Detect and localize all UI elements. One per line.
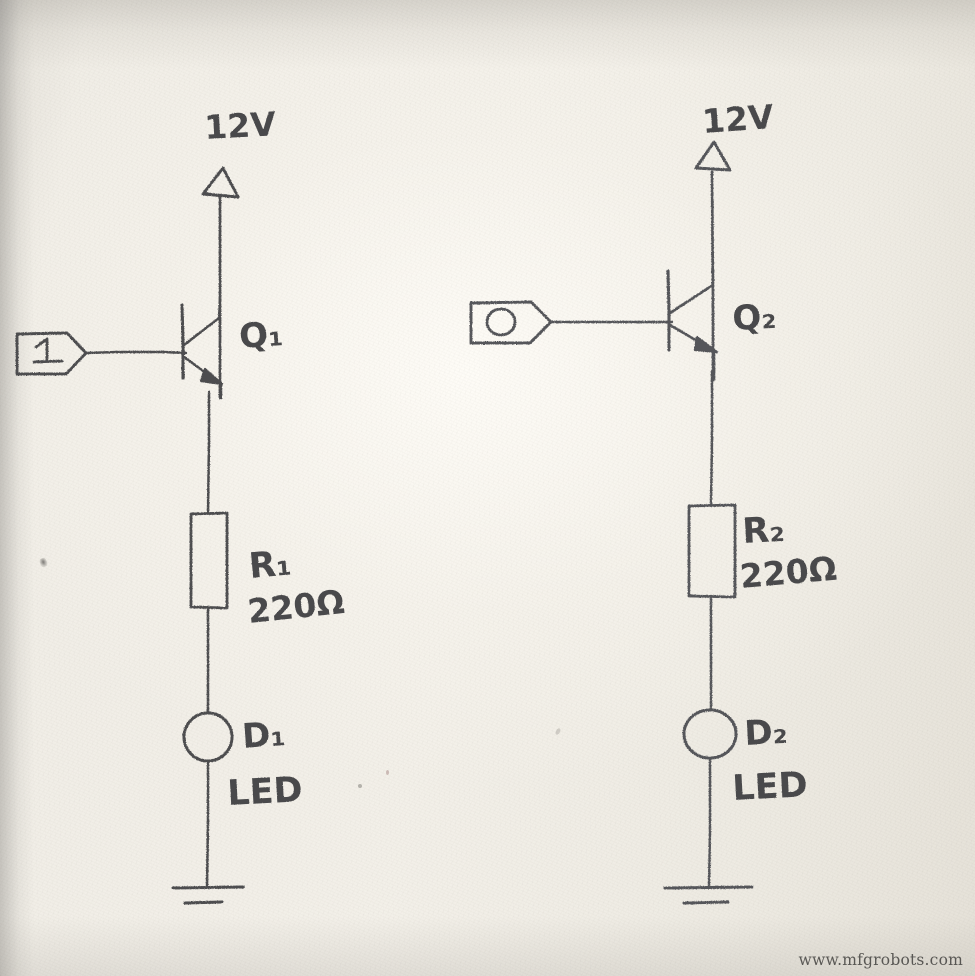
site-watermark: www.mfgrobots.com: [798, 951, 963, 969]
label-r1-value: 220Ω: [246, 582, 346, 631]
wire-d1-to-gnd: [205, 759, 210, 889]
paper-shadow-left: [0, 0, 34, 976]
resistor-r1: [189, 511, 229, 610]
wire-emitter-to-r2: [709, 370, 714, 507]
transistor-q1: [180, 298, 224, 400]
transistor-q2: [666, 268, 719, 382]
wire-emitter-to-r1: [206, 390, 211, 514]
circuit-right: [469, 140, 754, 905]
base-wire-left: [84, 350, 188, 355]
resistor-r2: [687, 503, 737, 599]
ground-left: [171, 885, 245, 905]
supply-arrow-left: [201, 166, 240, 400]
diode-d1: [182, 711, 234, 763]
label-d1-type: LED: [226, 770, 303, 814]
label-q2: Q₂: [731, 297, 777, 339]
paper-speck-center: [358, 784, 362, 788]
ground-right: [663, 885, 754, 905]
paper-shadow-bottom: [0, 916, 975, 976]
wire-d2-to-gnd: [707, 756, 712, 889]
label-r2: R₂: [741, 510, 785, 552]
label-supply-left: 12V: [203, 104, 277, 147]
label-supply-right: 12V: [701, 97, 775, 141]
label-d2: D₂: [743, 712, 788, 754]
circuit-left: [15, 166, 245, 905]
label-r2-value: 220Ω: [738, 549, 838, 596]
diode-d2: [682, 708, 738, 760]
paper-speck-reddish: [386, 770, 389, 775]
label-q1: Q₁: [238, 314, 284, 357]
input-pin-left: [15, 331, 88, 376]
input-pin-right: [469, 300, 553, 345]
label-r1: R₁: [247, 543, 293, 587]
label-d2-type: LED: [731, 765, 808, 809]
paper-shadow-top: [0, 0, 975, 70]
label-d1: D₁: [241, 714, 287, 757]
